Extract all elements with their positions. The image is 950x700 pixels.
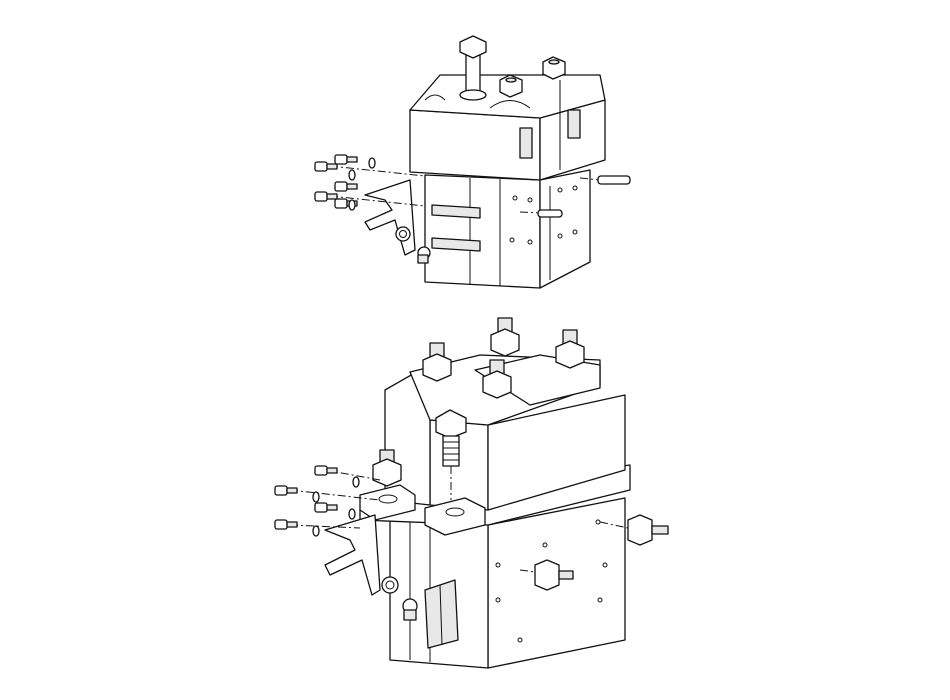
- screw: [314, 191, 338, 202]
- screw: [314, 465, 338, 476]
- screw: [334, 154, 358, 165]
- screw: [334, 181, 358, 192]
- upper-hex-bolt: [459, 35, 487, 101]
- upper-contactor-assembly: [314, 35, 631, 289]
- screw: [402, 598, 418, 621]
- upper-terminal-nut-2: [542, 56, 566, 80]
- stud-nut: [372, 449, 402, 487]
- stud-nut: [422, 342, 452, 382]
- lower-contactor-assembly: [274, 317, 669, 669]
- standoff-center: [519, 559, 574, 591]
- lower-hex-bolt: [435, 409, 467, 500]
- upper-terminal-nut-1: [499, 74, 523, 98]
- upper-mounting-bracket: [364, 179, 416, 256]
- upper-contactor-cap: [409, 74, 606, 181]
- screw: [274, 519, 298, 530]
- screw: [314, 502, 338, 513]
- screw: [314, 161, 338, 172]
- lower-mounting-bracket: [324, 514, 381, 596]
- screw: [274, 485, 298, 496]
- lower-terminal-lug-left: [359, 484, 416, 521]
- upper-contactor-body: [424, 169, 591, 289]
- upper-pins: [519, 175, 631, 218]
- lower-screw-set: [274, 465, 418, 621]
- stud-nut: [482, 359, 512, 399]
- stud-nut: [555, 329, 585, 369]
- upper-screw-set: [314, 154, 431, 264]
- screw: [417, 246, 431, 264]
- lower-terminal-lug-center: [424, 497, 486, 536]
- standoff-right: [599, 514, 669, 546]
- stud-nut: [490, 317, 520, 357]
